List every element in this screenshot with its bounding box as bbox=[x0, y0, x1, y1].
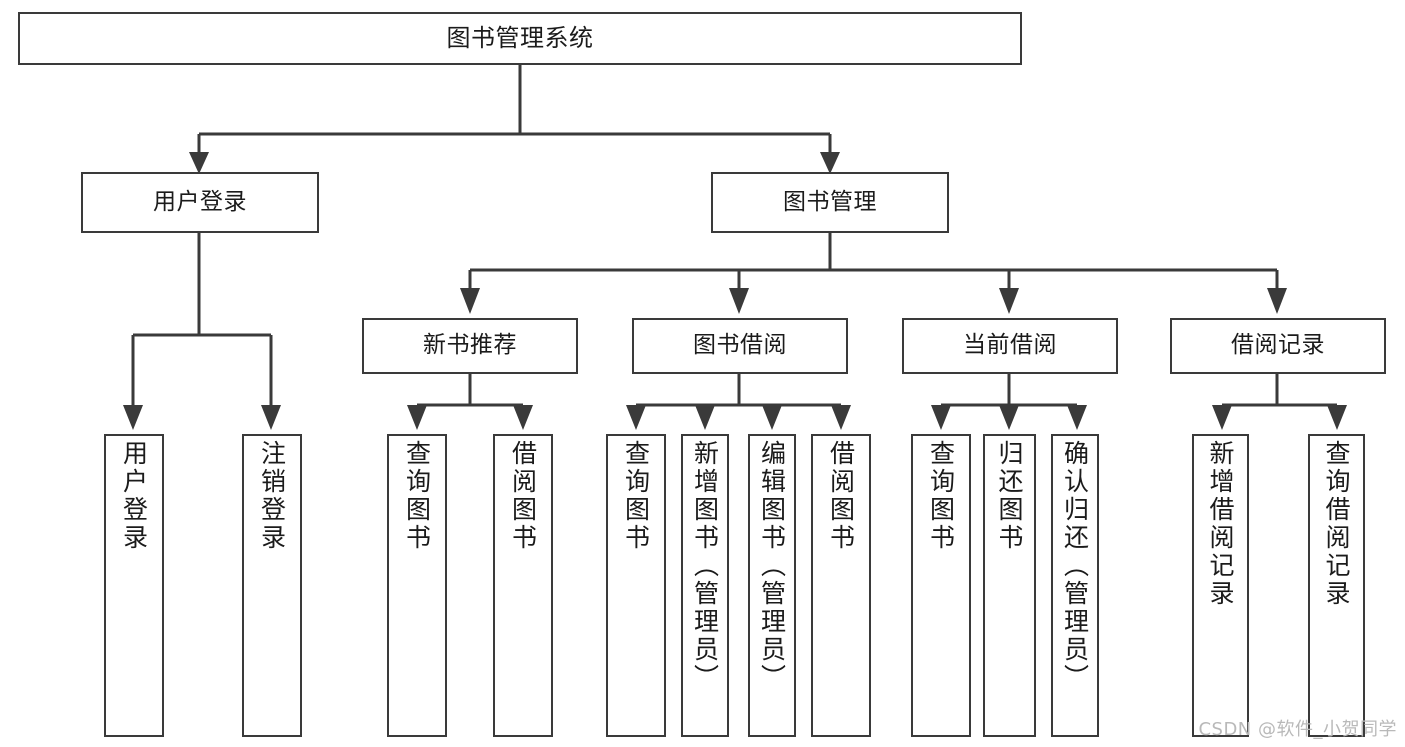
leaf-add-book-admin[interactable]: 新增图书（管理员） bbox=[681, 434, 729, 737]
node-label: 用户登录 bbox=[153, 188, 247, 215]
leaf-confirm-return-admin[interactable]: 确认归还（管理员） bbox=[1051, 434, 1099, 737]
node-label: 确认归还（管理员） bbox=[1060, 440, 1090, 692]
leaf-return-book[interactable]: 归还图书 bbox=[983, 434, 1036, 737]
node-borrow-record[interactable]: 借阅记录 bbox=[1170, 318, 1386, 374]
node-new-book-recommend[interactable]: 新书推荐 bbox=[362, 318, 578, 374]
node-label: 编辑图书（管理员） bbox=[757, 440, 787, 692]
leaf-query-borrow-record[interactable]: 查询借阅记录 bbox=[1308, 434, 1365, 737]
node-label: 查询图书 bbox=[926, 440, 956, 552]
node-book-manage[interactable]: 图书管理 bbox=[711, 172, 949, 233]
node-label: 借阅图书 bbox=[826, 440, 856, 552]
node-book-borrow[interactable]: 图书借阅 bbox=[632, 318, 848, 374]
node-label: 查询借阅记录 bbox=[1322, 440, 1351, 608]
leaf-borrow-book-recommend[interactable]: 借阅图书 bbox=[493, 434, 553, 737]
leaf-borrow-book-borrow[interactable]: 借阅图书 bbox=[811, 434, 871, 737]
node-root-system[interactable]: 图书管理系统 bbox=[18, 12, 1022, 65]
node-current-borrow[interactable]: 当前借阅 bbox=[902, 318, 1118, 374]
node-label: 借阅图书 bbox=[508, 440, 538, 552]
leaf-query-book-recommend[interactable]: 查询图书 bbox=[387, 434, 447, 737]
node-label: 当前借阅 bbox=[963, 332, 1057, 359]
node-label: 图书借阅 bbox=[693, 332, 787, 359]
node-user-login[interactable]: 用户登录 bbox=[81, 172, 319, 233]
leaf-query-book-borrow[interactable]: 查询图书 bbox=[606, 434, 666, 737]
node-label: 新增图书（管理员） bbox=[690, 440, 720, 692]
node-label: 图书管理系统 bbox=[446, 24, 594, 53]
leaf-edit-book-admin[interactable]: 编辑图书（管理员） bbox=[748, 434, 796, 737]
node-label: 借阅记录 bbox=[1231, 332, 1325, 359]
node-label: 注销登录 bbox=[257, 440, 287, 552]
csdn-watermark: CSDN @软件_小贺同学 bbox=[1198, 719, 1397, 740]
node-label: 归还图书 bbox=[995, 440, 1024, 552]
leaf-add-borrow-record[interactable]: 新增借阅记录 bbox=[1192, 434, 1249, 737]
leaf-query-book-current[interactable]: 查询图书 bbox=[911, 434, 971, 737]
node-label: 查询图书 bbox=[621, 440, 651, 552]
node-label: 用户登录 bbox=[119, 440, 149, 552]
node-label: 图书管理 bbox=[783, 188, 877, 215]
node-label: 新增借阅记录 bbox=[1206, 440, 1235, 608]
leaf-logout-login[interactable]: 注销登录 bbox=[242, 434, 302, 737]
node-label: 新书推荐 bbox=[423, 332, 517, 359]
leaf-user-login[interactable]: 用户登录 bbox=[104, 434, 164, 737]
node-label: 查询图书 bbox=[402, 440, 432, 552]
